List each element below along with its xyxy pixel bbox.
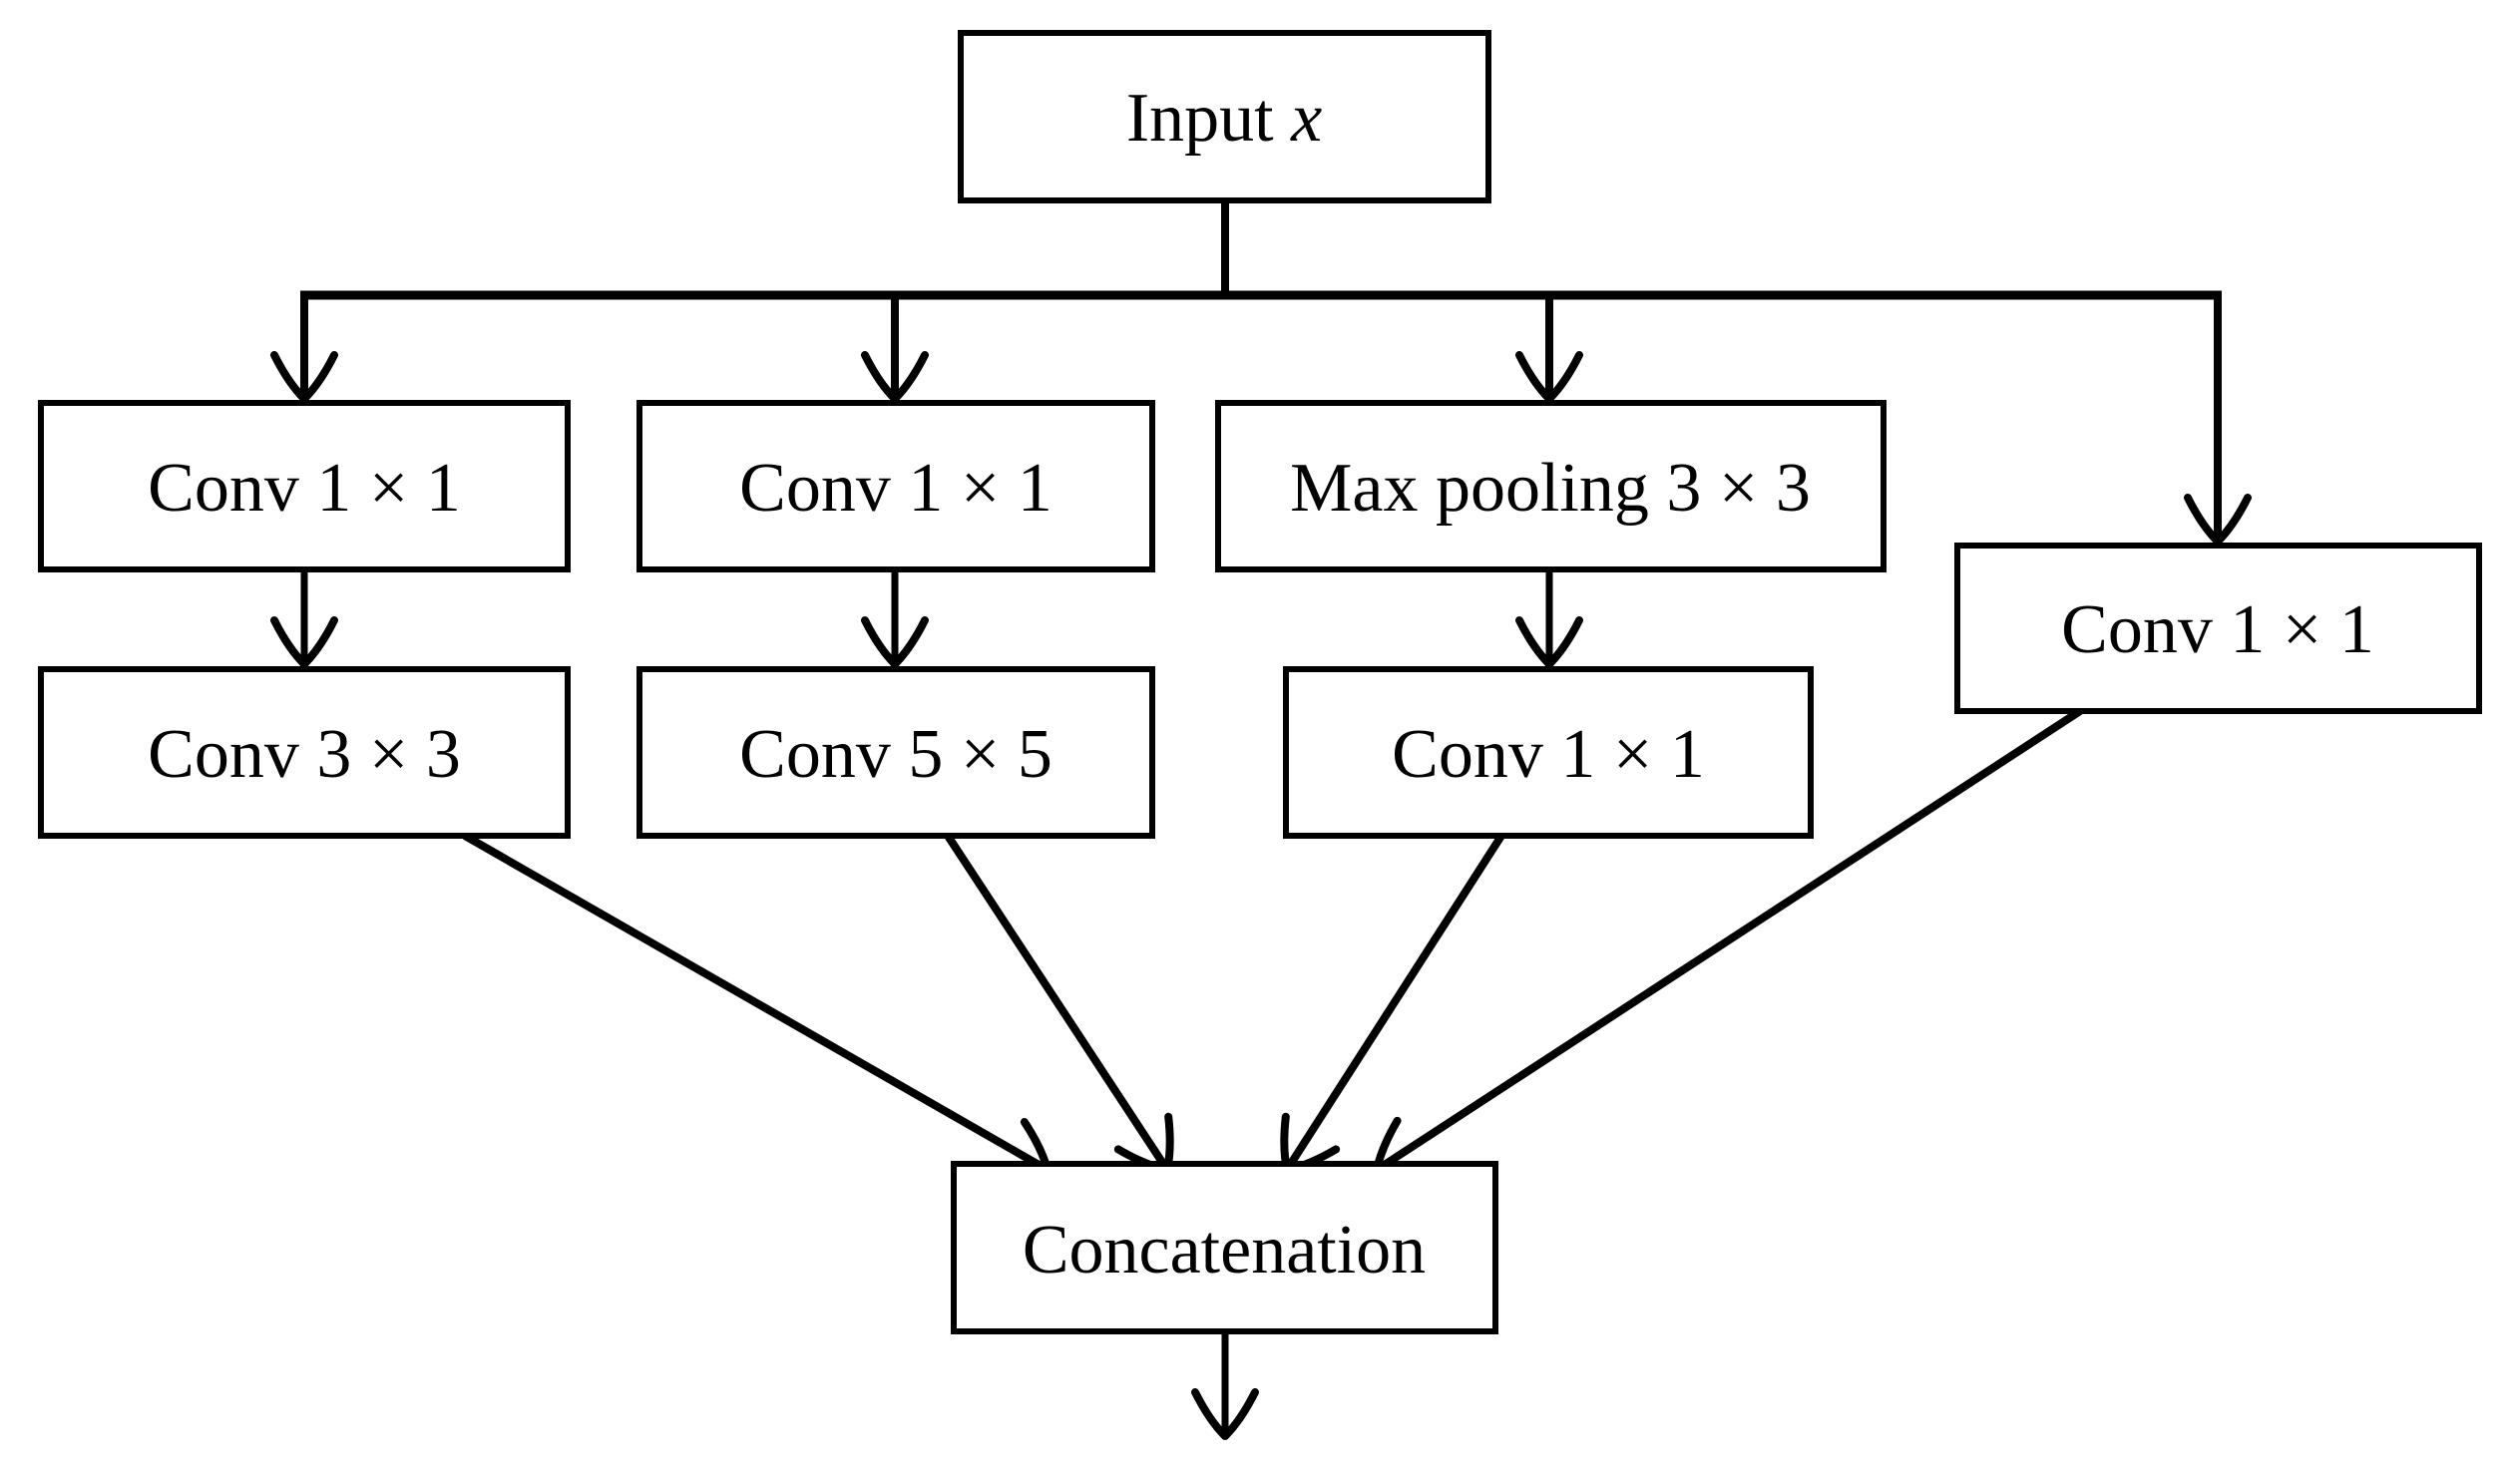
edge-branch3-to-concat [1283, 833, 1505, 1173]
edge-branch2-to-concat [944, 833, 1171, 1173]
box-branch4-conv1x1 [1954, 543, 2482, 714]
box-branch3-conv1x1 [1283, 666, 1814, 839]
label-branch1-conv3x3: Conv 3 × 3 [148, 716, 461, 793]
node-branch2-conv1x1: Conv 1 × 1 [636, 400, 1155, 572]
node-branch4-conv1x1: Conv 1 × 1 [1954, 543, 2482, 714]
label-branch1-conv1x1: Conv 1 × 1 [148, 450, 461, 527]
node-branch2-conv5x5: Conv 5 × 5 [636, 666, 1155, 839]
label-branch4-conv1x1: Conv 1 × 1 [2061, 591, 2374, 668]
box-branch1-conv1x1 [38, 400, 571, 572]
node-branch3-maxpooling: Max pooling 3 × 3 [1215, 400, 1887, 572]
box-concatenation [951, 1161, 1498, 1334]
label-branch2-conv5x5: Conv 5 × 5 [739, 716, 1052, 793]
label-concatenation: Concatenation [1023, 1212, 1426, 1289]
box-input [958, 30, 1491, 203]
edge-branch4-to-concat [1374, 707, 2083, 1174]
node-branch1-conv3x3: Conv 3 × 3 [38, 666, 571, 839]
label-input: Input x [1126, 80, 1322, 157]
box-branch1-conv3x3 [38, 666, 571, 839]
box-branch3-maxpooling [1215, 400, 1887, 572]
label-branch3-maxpooling: Max pooling 3 × 3 [1290, 450, 1811, 527]
node-concatenation: Concatenation [951, 1161, 1498, 1334]
label-branch3-conv1x1: Conv 1 × 1 [1392, 716, 1705, 793]
box-branch2-conv1x1 [636, 400, 1155, 572]
edges [300, 198, 2222, 1432]
node-input: Input x [958, 30, 1491, 203]
box-branch2-conv5x5 [636, 666, 1155, 839]
label-input-variable: x [1290, 80, 1322, 157]
node-branch1-conv1x1: Conv 1 × 1 [38, 400, 571, 572]
node-branch3-conv1x1: Conv 1 × 1 [1283, 666, 1814, 839]
label-input-prefix: Input [1126, 80, 1291, 157]
edge-branch1-to-concat [463, 832, 1050, 1174]
label-branch2-conv1x1: Conv 1 × 1 [739, 450, 1052, 527]
